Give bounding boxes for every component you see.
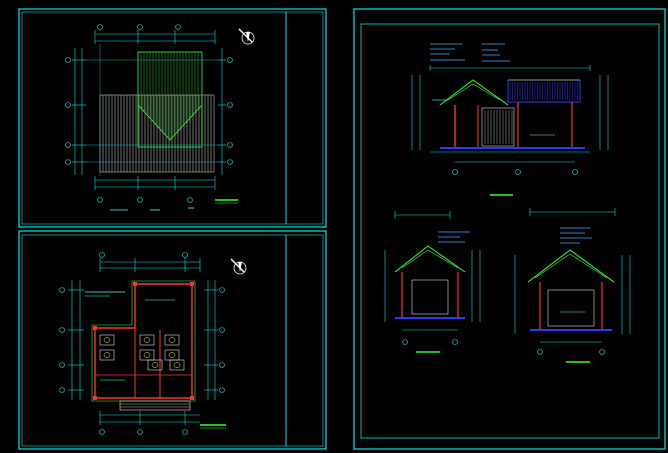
right-dimension-chain bbox=[218, 48, 226, 175]
toilet-stall bbox=[169, 359, 185, 371]
toilet-stall bbox=[139, 334, 155, 346]
bottom-dimension-chain bbox=[94, 176, 216, 190]
floor-plan-walls bbox=[93, 282, 194, 400]
toilet-stall bbox=[139, 349, 155, 361]
roof-tiles-lower bbox=[99, 94, 215, 173]
toilet-stall bbox=[164, 349, 180, 361]
front-elevation bbox=[411, 43, 609, 196]
roof-grid-lines bbox=[86, 44, 218, 176]
top-dimension-chain bbox=[99, 258, 201, 272]
roof-plan-sheet bbox=[18, 8, 327, 228]
toilet-bowl bbox=[143, 352, 151, 358]
toilet-bowl bbox=[168, 352, 176, 358]
bottom-dimension-chain bbox=[99, 411, 200, 425]
toilet-fixtures bbox=[99, 334, 185, 371]
toilet-bowl bbox=[173, 362, 181, 368]
left-dimension-chain bbox=[72, 48, 86, 175]
annotation-marks bbox=[110, 207, 194, 211]
toilet-stall bbox=[164, 334, 180, 346]
drawing-title-mark bbox=[200, 424, 226, 429]
floor-plan-sheet bbox=[18, 230, 327, 450]
side-elevation-left bbox=[384, 211, 481, 353]
toilet-bowl bbox=[143, 337, 151, 343]
north-arrow-icon bbox=[238, 28, 255, 45]
grid-bubbles bbox=[65, 24, 233, 203]
roof-hip-green bbox=[137, 51, 203, 148]
toilet-stall bbox=[147, 359, 163, 371]
entrance-steps bbox=[119, 400, 191, 411]
elevation-notes bbox=[430, 43, 510, 62]
left-dimension-chain bbox=[68, 280, 84, 400]
right-dimension-chain bbox=[204, 280, 218, 400]
sheet-border bbox=[18, 8, 327, 228]
side-elevation-right bbox=[514, 208, 631, 363]
front-roof-tiles bbox=[509, 82, 578, 100]
toilet-stall bbox=[99, 334, 115, 346]
sheet-border bbox=[18, 230, 327, 450]
toilet-bowl bbox=[103, 337, 111, 343]
sheet-border bbox=[353, 8, 666, 450]
room-labels bbox=[85, 291, 175, 381]
floor-plan-outer-line bbox=[91, 280, 196, 402]
toilet-bowl bbox=[103, 352, 111, 358]
elevations-sheet bbox=[353, 8, 666, 450]
north-arrow-icon bbox=[230, 258, 247, 275]
drawing-title-mark bbox=[215, 199, 238, 204]
front-wall-slats bbox=[484, 110, 513, 144]
toilet-bowl bbox=[168, 337, 176, 343]
grid-bubbles bbox=[59, 252, 225, 435]
toilet-stall bbox=[99, 349, 115, 361]
top-dimension-chain bbox=[94, 30, 216, 44]
toilet-bowl bbox=[151, 362, 159, 368]
